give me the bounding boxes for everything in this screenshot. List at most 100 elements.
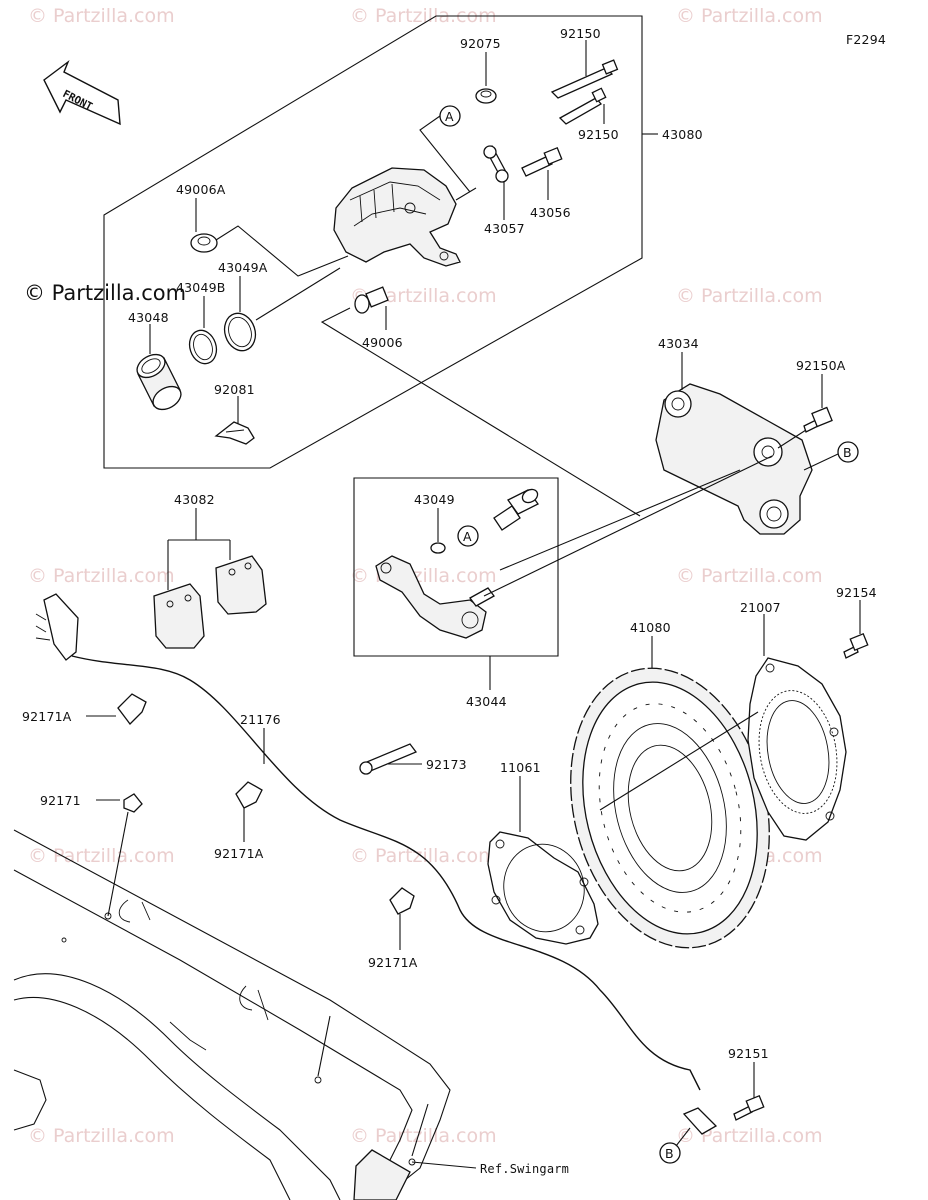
watermark-text: © Partzilla.com bbox=[676, 565, 823, 587]
part-number-41080: 41080 bbox=[630, 620, 671, 635]
part-number-43080: 43080 bbox=[662, 127, 703, 142]
front-label: FRONT bbox=[61, 88, 95, 113]
callout-b-circle bbox=[837, 441, 859, 463]
swingarm-outline bbox=[13, 829, 451, 1200]
gasket-11061 bbox=[487, 831, 599, 945]
part-number-43056: 43056 bbox=[530, 205, 571, 220]
pad-spring-92081 bbox=[214, 421, 255, 445]
clip-92171A bbox=[117, 693, 147, 725]
part-number-43049: 43049 bbox=[414, 492, 455, 507]
part-number-92171A-bottom: 92171A bbox=[368, 955, 418, 970]
piston-seal-43049A bbox=[223, 312, 257, 352]
watermark-text: © Partzilla.com bbox=[350, 845, 497, 867]
watermark-text: © Partzilla.com bbox=[28, 1125, 175, 1147]
part-number-43049B: 43049B bbox=[176, 280, 226, 295]
part-number-49006A: 49006A bbox=[176, 182, 226, 197]
clip-92171A bbox=[235, 781, 263, 809]
leader-line bbox=[107, 811, 129, 917]
bleeder-valve-43056 bbox=[521, 146, 563, 177]
watermark-text: © Partzilla.com bbox=[350, 285, 497, 307]
bracket-plate bbox=[375, 555, 495, 639]
watermark-text: © Partzilla.com bbox=[676, 1125, 823, 1147]
part-number-49006: 49006 bbox=[362, 335, 403, 350]
part-number-21007: 21007 bbox=[740, 600, 781, 615]
sensor-rotor-21007 bbox=[747, 657, 847, 841]
part-number-92150-bottom: 92150 bbox=[578, 127, 619, 142]
bolt-92154 bbox=[843, 632, 869, 659]
caliper-bracket-43034 bbox=[655, 383, 813, 535]
washer-43049 bbox=[430, 542, 446, 554]
watermark-text: © Partzilla.com bbox=[350, 5, 497, 27]
watermark-text: © Partzilla.com bbox=[350, 565, 497, 587]
part-number-92151: 92151 bbox=[728, 1046, 769, 1061]
part-number-92154: 92154 bbox=[836, 585, 877, 600]
callout-a-circle bbox=[457, 525, 479, 547]
watermark-text: © Partzilla.com bbox=[350, 1125, 497, 1147]
part-number-92173: 92173 bbox=[426, 757, 467, 772]
clip-92171 bbox=[123, 793, 143, 813]
leader-line bbox=[777, 429, 807, 449]
leader-line bbox=[317, 1015, 477, 1169]
dust-seal-43049B bbox=[188, 329, 218, 365]
leader-line bbox=[320, 307, 641, 517]
watermark-text: © Partzilla.com bbox=[28, 845, 175, 867]
caliper-assembly-frame bbox=[103, 15, 643, 469]
bracket-pin bbox=[493, 488, 539, 531]
brake-pads-43082 bbox=[153, 555, 267, 649]
bracket-assembly-frame bbox=[353, 477, 559, 657]
callout-a-label: A bbox=[445, 109, 454, 124]
leader-line bbox=[803, 453, 839, 471]
figure-code: F2294 bbox=[846, 32, 886, 47]
bleed-link-43057 bbox=[483, 145, 509, 183]
part-number-92171A-middle: 92171A bbox=[214, 846, 264, 861]
watermark-text: © Partzilla.com bbox=[676, 285, 823, 307]
callout-b-circle bbox=[659, 1142, 681, 1164]
part-number-43048: 43048 bbox=[128, 310, 169, 325]
leader-line bbox=[675, 1127, 691, 1147]
bolt-92151 bbox=[733, 1094, 765, 1121]
part-number-43034: 43034 bbox=[658, 336, 699, 351]
copyright-notice: © Partzilla.com bbox=[24, 281, 186, 305]
part-number-92171A-top: 92171A bbox=[22, 709, 72, 724]
part-number-43049A: 43049A bbox=[218, 260, 268, 275]
watermark-text: © Partzilla.com bbox=[28, 565, 175, 587]
front-arrow-icon: FRONT bbox=[43, 59, 121, 126]
clip-92171A bbox=[389, 887, 415, 915]
callout-b-label: B bbox=[665, 1146, 674, 1161]
bolt-92150A bbox=[803, 406, 833, 433]
leader-line bbox=[255, 267, 341, 321]
leader-line bbox=[499, 469, 741, 571]
part-number-43057: 43057 bbox=[484, 221, 525, 236]
part-number-92150A: 92150A bbox=[796, 358, 846, 373]
clamp-92173 bbox=[359, 743, 418, 775]
leader-line bbox=[419, 115, 471, 193]
watermark-text: © Partzilla.com bbox=[28, 5, 175, 27]
leader-line bbox=[215, 225, 349, 277]
caliper-pins-92150 bbox=[550, 59, 619, 125]
leader-line bbox=[483, 455, 773, 597]
leader-line bbox=[455, 187, 477, 201]
part-number-92171: 92171 bbox=[40, 793, 81, 808]
swingarm-reference-label: Ref.Swingarm bbox=[480, 1162, 569, 1176]
brake-disc-41080 bbox=[570, 667, 770, 949]
abs-sensor-harness-21176 bbox=[35, 593, 718, 1135]
pin-boot-92075 bbox=[475, 88, 497, 104]
piston-43048 bbox=[136, 353, 182, 411]
part-number-11061: 11061 bbox=[500, 760, 541, 775]
watermark-text: © Partzilla.com bbox=[676, 5, 823, 27]
part-number-92075: 92075 bbox=[460, 36, 501, 51]
bush-49006A bbox=[190, 233, 218, 253]
callout-a-label: A bbox=[463, 529, 472, 544]
caliper-body bbox=[333, 167, 461, 267]
part-number-21176: 21176 bbox=[240, 712, 281, 727]
part-number-92150-top: 92150 bbox=[560, 26, 601, 41]
part-number-43044: 43044 bbox=[466, 694, 507, 709]
part-number-43082: 43082 bbox=[174, 492, 215, 507]
callout-b-label: B bbox=[843, 445, 852, 460]
leader-line bbox=[599, 711, 759, 811]
bush-49006 bbox=[354, 286, 389, 314]
leader-line bbox=[167, 508, 231, 590]
part-number-92081: 92081 bbox=[214, 382, 255, 397]
